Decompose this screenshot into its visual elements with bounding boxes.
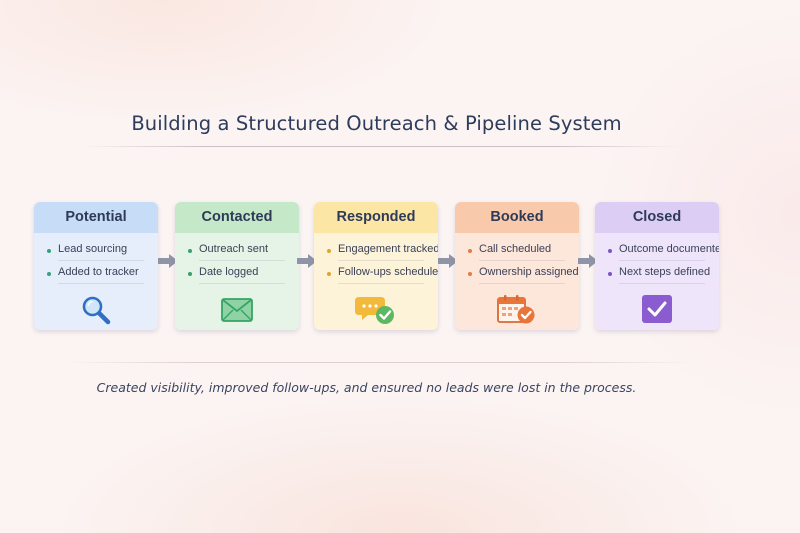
chat-check-icon — [355, 297, 394, 324]
list-item: Outreach sent — [188, 243, 299, 266]
calendar-check-icon — [497, 295, 535, 324]
list-item: Added to tracker — [47, 266, 158, 289]
stage-title: Closed — [595, 202, 719, 233]
title-divider — [80, 146, 680, 147]
list-item: Date logged — [188, 266, 299, 289]
list-item: Outcome documented — [608, 243, 719, 266]
list-item: Call scheduled — [468, 243, 579, 266]
arrow-right-icon — [158, 254, 178, 268]
list-item: Follow-ups scheduled — [327, 266, 438, 289]
list-item: Engagement tracked — [327, 243, 438, 266]
stage-body: Outcome documented Next steps defined — [595, 233, 719, 330]
stage-body: Outreach sent Date logged — [175, 233, 299, 330]
stage-card-responded: Responded Engagement tracked Follow-ups … — [314, 202, 438, 330]
list-item: Lead sourcing — [47, 243, 158, 266]
stage-body: Call scheduled Ownership assigned — [455, 233, 579, 330]
stage-title: Contacted — [175, 202, 299, 233]
magnifier-icon — [82, 296, 111, 325]
stage-card-potential: Potential Lead sourcing Added to tracker — [34, 202, 158, 330]
stage-card-closed: Closed Outcome documented Next steps def… — [595, 202, 719, 330]
arrow-right-icon — [438, 254, 458, 268]
stage-title: Booked — [455, 202, 579, 233]
stage-body: Engagement tracked Follow-ups scheduled — [314, 233, 438, 330]
stage-body: Lead sourcing Added to tracker — [34, 233, 158, 330]
list-item: Ownership assigned — [468, 266, 579, 289]
page-title: Building a Structured Outreach & Pipelin… — [131, 112, 622, 135]
list-item: Next steps defined — [608, 266, 719, 289]
stage-title: Potential — [34, 202, 158, 233]
stage-card-booked: Booked Call scheduled Ownership assigned — [455, 202, 579, 330]
caption-divider — [65, 362, 695, 363]
caption: Created visibility, improved follow-ups,… — [96, 380, 637, 395]
stage-card-contacted: Contacted Outreach sent Date logged — [175, 202, 299, 330]
checkbox-icon — [642, 295, 672, 323]
arrow-right-icon — [297, 254, 317, 268]
envelope-icon — [221, 298, 253, 322]
arrow-right-icon — [578, 254, 598, 268]
stage-title: Responded — [314, 202, 438, 233]
